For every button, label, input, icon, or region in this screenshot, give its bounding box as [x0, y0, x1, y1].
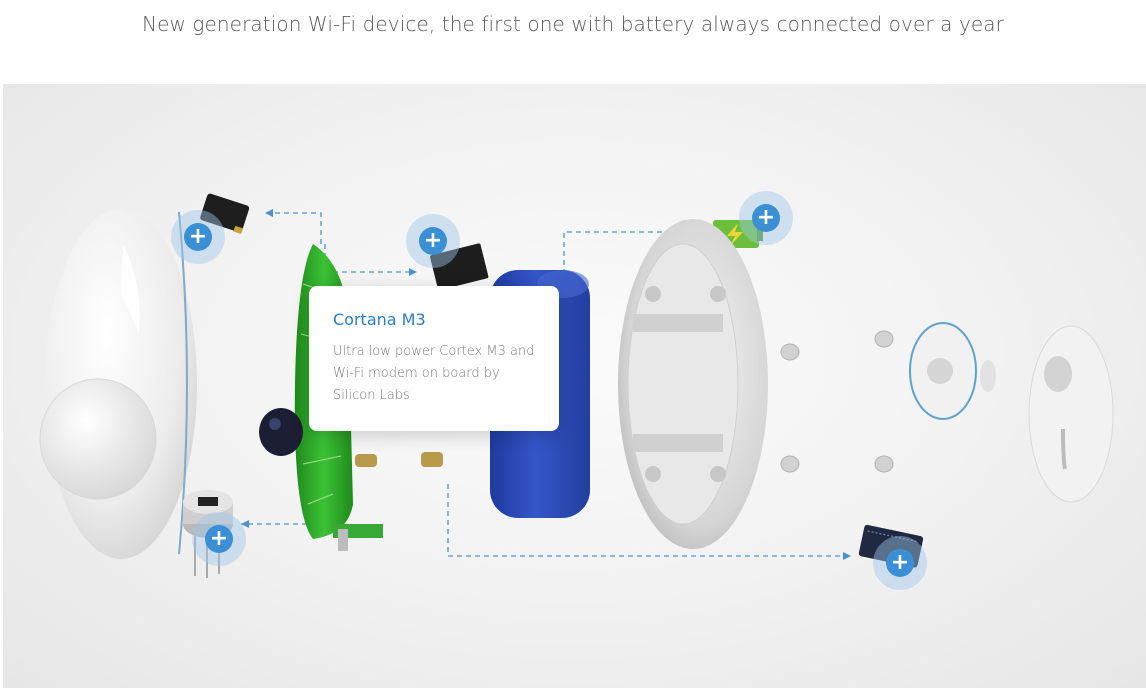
light-sensor-component [200, 193, 250, 235]
device-illustration [39, 193, 1114, 578]
brass-spacers [355, 452, 443, 467]
mounting-disc [909, 322, 996, 420]
light-sensor-hotspot-button[interactable]: + [171, 210, 225, 264]
plus-icon: + [205, 525, 233, 553]
component-info-popup: Cortana M3 Ultra low power Cortex M3 and… [309, 286, 559, 431]
wall-bracket [1028, 325, 1114, 503]
back-case [618, 219, 768, 549]
plus-icon: + [886, 549, 914, 577]
popup-description: Ultra low power Cortex M3 and Wi-Fi mode… [333, 344, 535, 403]
pir-sensor-component [183, 490, 233, 578]
page-headline: New generation Wi-Fi device, the first o… [142, 12, 1004, 36]
chip-hotspot-button[interactable]: + [406, 214, 460, 268]
pir-sensor-hotspot-button[interactable]: + [192, 512, 246, 566]
plus-icon: + [752, 204, 780, 232]
plus-icon: + [419, 227, 447, 255]
lens-component [259, 408, 303, 456]
main-chip-component [430, 243, 489, 291]
popup-title: Cortana M3 [333, 310, 426, 329]
screws [780, 330, 894, 473]
battery-hotspot-button[interactable]: + [739, 191, 793, 245]
plus-icon: + [184, 223, 212, 251]
front-shell [39, 209, 197, 559]
accelerometer-hotspot-button[interactable]: + [873, 536, 927, 590]
exploded-device-view: + + + + + Cortana M3 Ultra low power Cor… [3, 84, 1146, 688]
